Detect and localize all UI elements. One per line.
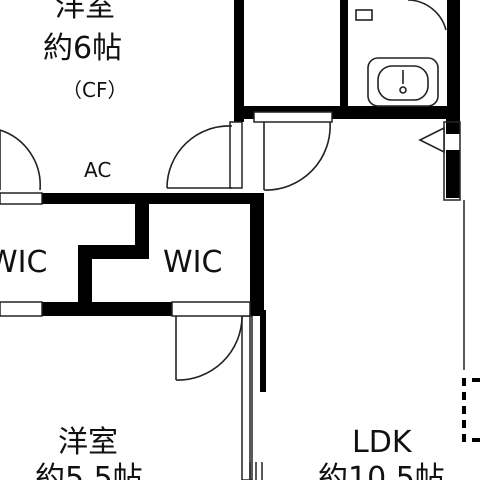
- washbasin-bowl: [377, 65, 429, 101]
- door-arc-bath: [407, 0, 447, 31]
- wall-vertical-top-center: [234, 0, 244, 122]
- wic-left-opening: [0, 301, 43, 317]
- washbasin-drain: [399, 86, 407, 94]
- room-size-ldk: 約10.5帖: [318, 461, 445, 480]
- right-fixture: [443, 121, 461, 201]
- wall-wic-top: [0, 193, 262, 204]
- door-arc-top-center: [166, 125, 233, 189]
- wic-door-opening: [171, 301, 251, 317]
- door-arc-top-left: [0, 129, 41, 191]
- room-name-western-bottom: 洋室: [58, 425, 118, 460]
- room-size-western-bottom: 約5.5帖: [35, 461, 143, 480]
- door-swings: [0, 0, 447, 381]
- wall-bath-right: [447, 0, 460, 112]
- door-arc-bottom: [175, 315, 243, 381]
- door-arc-ldk: [263, 121, 331, 191]
- wic-right-label: WIC: [163, 245, 223, 280]
- dashed-fixture: [462, 378, 480, 442]
- room-note-western-top: （CF）: [62, 78, 128, 102]
- ac-opening: [0, 192, 43, 205]
- vent-triangle: [418, 126, 445, 154]
- wall-wic-right: [250, 193, 264, 305]
- room-name-western-top: 洋室: [55, 0, 115, 24]
- wall-ldk-left: [260, 310, 266, 392]
- wall-right-lower: [446, 150, 460, 198]
- thin-lines: [0, 111, 465, 480]
- wall-bath-left: [340, 0, 348, 112]
- room-name-ldk: LDK: [352, 425, 412, 460]
- wall-fixture: [355, 9, 373, 21]
- washbasin-counter: [367, 57, 439, 107]
- wall-wic-divider-middle: [78, 245, 149, 259]
- door-frame-top: [229, 121, 243, 189]
- wic-left-label: WIC: [0, 245, 48, 280]
- washbasin: [355, 9, 439, 107]
- misc-symbols: [249, 126, 480, 480]
- wall-right-stub: [446, 112, 460, 134]
- stair-marks: [249, 462, 263, 480]
- door-opening-upper: [253, 111, 333, 123]
- ac-label: AC: [84, 158, 112, 182]
- room-size-western-top: 約6帖: [43, 31, 123, 66]
- wall-wic-divider-lower: [78, 245, 92, 305]
- walls: [0, 0, 460, 392]
